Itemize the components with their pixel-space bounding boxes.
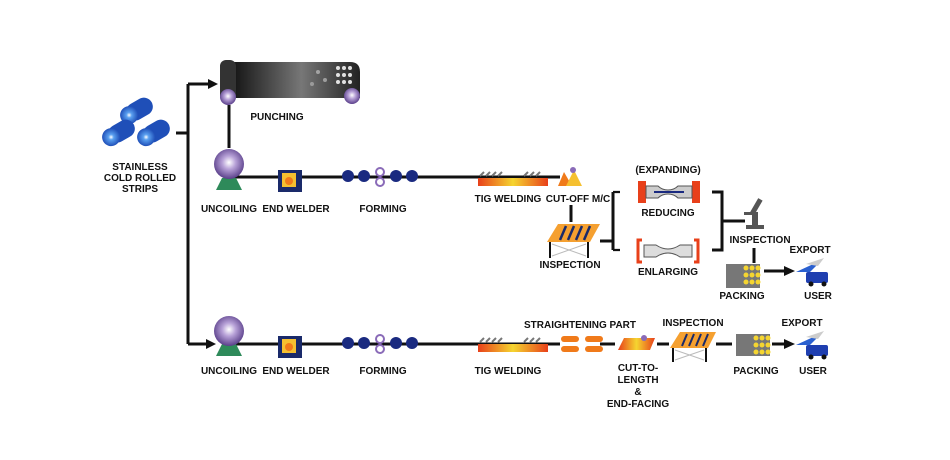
label-cut-off: CUT-OFF M/C bbox=[546, 194, 610, 205]
label-inspection-1: INSPECTION bbox=[539, 260, 600, 271]
forming-rollers-icon-bottom bbox=[342, 334, 418, 354]
microscope-icon bbox=[744, 198, 764, 229]
end-welder-icon-bottom bbox=[278, 336, 302, 358]
label-inspection-bottom: INSPECTION bbox=[662, 318, 723, 329]
label-uncoiling-bottom: UNCOILING bbox=[201, 366, 257, 377]
label-forming-top: FORMING bbox=[359, 204, 406, 215]
inspection-table-icon-top bbox=[547, 224, 600, 258]
uncoiler-icon-bottom bbox=[214, 316, 244, 356]
label-forming-bottom: FORMING bbox=[359, 366, 406, 377]
label-end-welder-bottom: END WELDER bbox=[262, 366, 330, 377]
reducing-tube-icon bbox=[638, 181, 700, 203]
export-plane-icon-bottom bbox=[796, 331, 824, 345]
source-label-1: STAINLESS bbox=[112, 162, 168, 173]
label-packing-bottom: PACKING bbox=[733, 366, 779, 377]
tig-welding-icon-bottom bbox=[478, 337, 548, 352]
label-tig-welding-bottom: TIG WELDING bbox=[475, 366, 542, 377]
source-label-2: COLD ROLLED bbox=[104, 173, 176, 184]
label-reducing: REDUCING bbox=[641, 208, 695, 219]
label-cut-3: & bbox=[634, 387, 641, 398]
label-user-top: USER bbox=[804, 291, 833, 302]
label-inspection-2: INSPECTION bbox=[729, 235, 790, 246]
uncoiler-icon-top bbox=[214, 149, 244, 190]
export-plane-icon-top bbox=[796, 258, 824, 272]
inspection-table-icon-bottom bbox=[670, 332, 716, 362]
label-enlarging: ENLARGING bbox=[638, 267, 698, 278]
label-user-bottom: USER bbox=[799, 366, 828, 377]
label-straightening: STRAIGHTENING PART bbox=[524, 320, 636, 331]
straightening-rollers-icon bbox=[561, 336, 603, 352]
stainless-coils-icon bbox=[102, 97, 170, 147]
forming-rollers-icon-top bbox=[342, 167, 418, 187]
packing-icon-top bbox=[726, 264, 761, 288]
label-tig-welding-top: TIG WELDING bbox=[475, 194, 542, 205]
tig-welding-icon-top bbox=[478, 171, 548, 186]
label-cut-1: CUT-TO- bbox=[618, 363, 658, 374]
label-punching: PUNCHING bbox=[250, 112, 304, 123]
label-packing-top: PACKING bbox=[719, 291, 765, 302]
packing-icon-bottom bbox=[736, 334, 771, 356]
user-truck-icon-top bbox=[806, 272, 828, 287]
label-export-bottom: EXPORT bbox=[781, 318, 822, 329]
cut-off-machine-icon bbox=[558, 167, 582, 186]
end-welder-icon-top bbox=[278, 170, 302, 192]
label-cut-4: END-FACING bbox=[607, 399, 669, 410]
label-expanding: (EXPANDING) bbox=[635, 165, 700, 176]
label-uncoiling-top: UNCOILING bbox=[201, 204, 257, 215]
label-end-welder-top: END WELDER bbox=[262, 204, 330, 215]
label-cut-2: LENGTH bbox=[617, 375, 658, 386]
enlarging-tube-icon bbox=[636, 238, 700, 264]
source-label-3: STRIPS bbox=[122, 184, 158, 195]
cut-to-length-icon bbox=[618, 335, 655, 350]
user-truck-icon-bottom bbox=[806, 345, 828, 360]
punching-icon bbox=[220, 60, 360, 105]
label-export-top: EXPORT bbox=[789, 245, 830, 256]
